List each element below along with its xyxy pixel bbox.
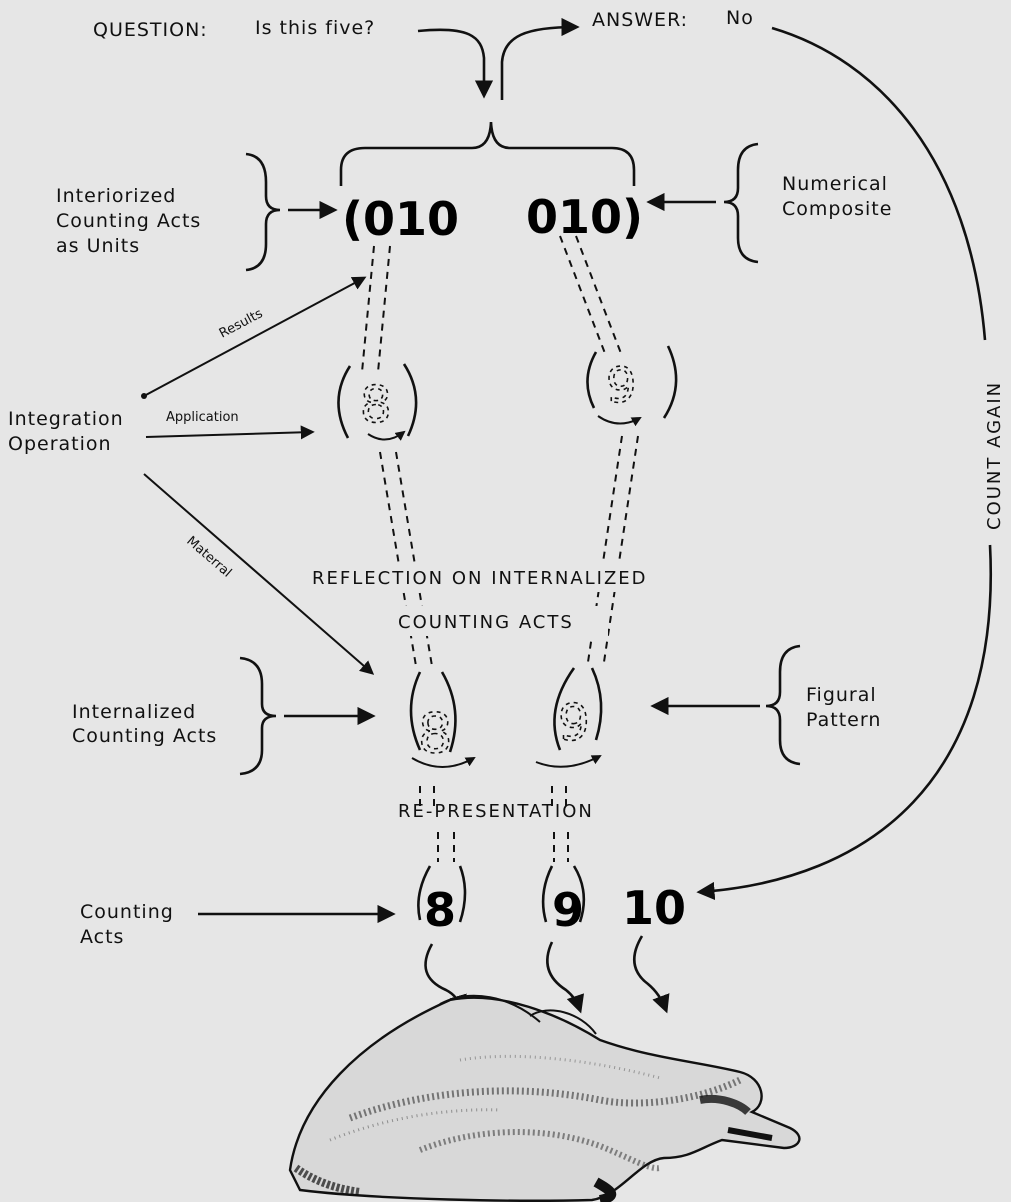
internalized-pattern-eight: 8	[411, 672, 474, 767]
svg-text:8: 8	[418, 702, 452, 765]
composite-left: (010	[342, 192, 459, 246]
svg-text:Counting: Counting	[80, 901, 174, 923]
nine-left-paren	[543, 866, 552, 922]
integration-label: Integration Operation	[8, 408, 124, 455]
svg-text:Pattern: Pattern	[806, 709, 881, 731]
interiorized-pattern-eight: 8	[338, 364, 416, 440]
brain-illustration	[290, 996, 799, 1201]
figural-brace	[766, 646, 800, 764]
eight-right-paren	[460, 866, 465, 922]
count-ten: 10	[622, 881, 686, 935]
question-label: QUESTION:	[93, 19, 208, 41]
svg-text:9: 9	[606, 358, 637, 414]
dashed-path-left-upper-a	[362, 246, 374, 372]
count-eight: 8	[424, 883, 456, 937]
results-arrow	[144, 278, 364, 396]
dashed-path-right-lower-b	[604, 436, 638, 662]
svg-text:as Units: as Units	[56, 235, 140, 257]
svg-text:Counting Acts: Counting Acts	[72, 725, 217, 747]
question-text: Is this five?	[255, 17, 375, 39]
nine-to-brain-arrow	[547, 942, 580, 1010]
svg-text:Numerical: Numerical	[782, 173, 888, 195]
application-arrow	[146, 432, 312, 437]
answer-arrow	[502, 27, 576, 100]
answer-text: No	[726, 7, 754, 29]
reflection-label-line1: REFLECTION ON INTERNALIZED	[312, 568, 648, 589]
numerical-brace	[724, 144, 758, 262]
top-brace	[341, 122, 634, 186]
svg-text:Integration: Integration	[8, 408, 124, 430]
interiorized-label: Interiorized Counting Acts as Units	[56, 185, 201, 257]
composite-right: 010)	[526, 190, 643, 244]
count-again-label: COUNT AGAIN	[984, 381, 1005, 530]
svg-text:8: 8	[360, 376, 392, 434]
internalized-brace	[240, 658, 276, 774]
ten-to-brain-arrow	[634, 936, 666, 1010]
svg-text:Acts: Acts	[80, 926, 124, 948]
svg-text:Counting Acts: Counting Acts	[56, 210, 201, 232]
interiorized-pattern-nine: 9	[587, 346, 676, 424]
svg-text:Figural: Figural	[806, 684, 877, 706]
reflection-label-line2: COUNTING ACTS	[398, 612, 574, 633]
numerical-composite-label: Numerical Composite	[782, 173, 892, 220]
svg-text:9: 9	[558, 694, 590, 752]
svg-text:Composite: Composite	[782, 198, 892, 220]
answer-label: ANSWER:	[592, 9, 688, 31]
application-label: Application	[166, 410, 239, 425]
results-arrow-origin	[141, 393, 147, 399]
svg-text:Interiorized: Interiorized	[56, 185, 176, 207]
dashed-path-left-upper-b	[378, 246, 390, 372]
question-arrow	[418, 30, 484, 95]
internalized-label: Internalized Counting Acts	[72, 701, 217, 747]
svg-text:Operation: Operation	[8, 433, 112, 455]
representation-label: RE-PRESENTATION	[398, 801, 594, 822]
count-nine: 9	[552, 883, 584, 937]
material-label: Materral	[183, 534, 234, 581]
svg-text:Internalized: Internalized	[72, 701, 196, 723]
figural-pattern-label: Figural Pattern	[806, 684, 881, 731]
results-label: Results	[217, 306, 266, 341]
counting-acts-label: Counting Acts	[80, 901, 174, 948]
internalized-pattern-nine: 9	[536, 668, 601, 767]
interiorized-brace	[246, 154, 280, 270]
